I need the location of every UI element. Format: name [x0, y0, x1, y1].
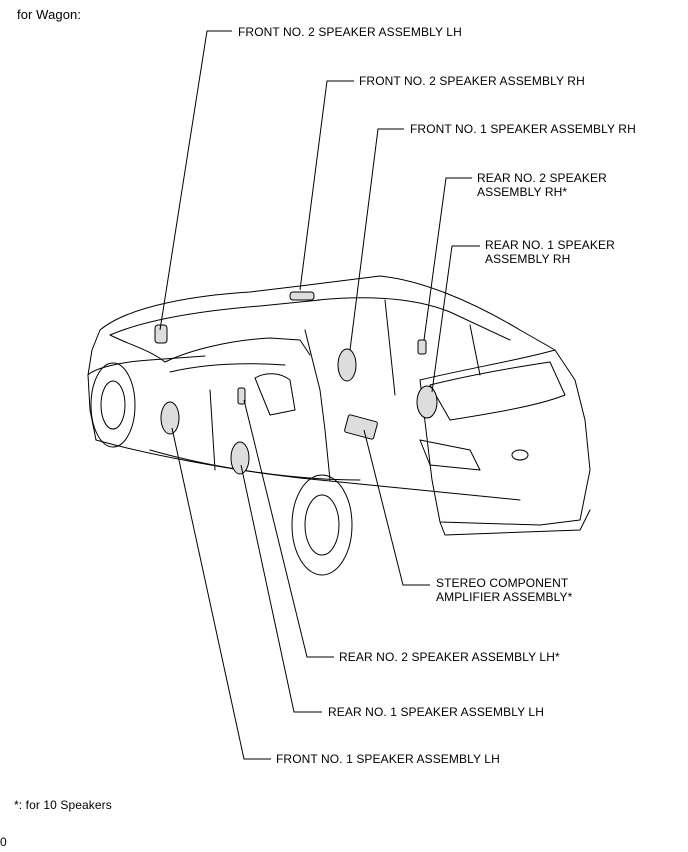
d-pillar	[469, 324, 481, 376]
label-stereo-amplifier: STEREO COMPONENT AMPLIFIER ASSEMBLY*	[436, 576, 573, 604]
front1-lh-speaker	[160, 401, 180, 435]
front-wheel-hub	[100, 380, 126, 430]
label-rear-no2-speaker-lh: REAR NO. 2 SPEAKER ASSEMBLY LH*	[339, 650, 560, 664]
roof-inner	[109, 299, 321, 336]
tail-lamp	[419, 439, 481, 471]
front2-lh-speaker	[154, 324, 168, 344]
label-rear-no2-speaker-rh: REAR NO. 2 SPEAKER ASSEMBLY RH*	[477, 171, 607, 199]
label-front-no2-speaker-lh: FRONT NO. 2 SPEAKER ASSEMBLY LH	[238, 25, 462, 39]
rear2-lh-speaker	[237, 387, 246, 405]
rear-emblem	[511, 449, 529, 461]
amplifier-unit	[344, 414, 378, 440]
rear-wheel	[291, 474, 353, 576]
side-beltline	[95, 439, 521, 501]
hood	[87, 355, 206, 376]
corner-mark: 0	[0, 835, 7, 849]
leader-rear1-lh	[240, 464, 322, 713]
leader-front2-lh	[159, 30, 232, 331]
front1-rh-speaker	[337, 348, 357, 382]
dashboard	[164, 337, 311, 363]
leader-rear2-lh	[243, 399, 334, 658]
variant-heading: for Wagon:	[17, 7, 82, 22]
c-pillar	[384, 299, 396, 396]
rear-window	[429, 361, 566, 421]
footnote: *: for 10 Speakers	[14, 798, 112, 812]
label-front-no1-speaker-rh: FRONT NO. 1 SPEAKER ASSEMBLY RH	[410, 122, 636, 136]
dash-lower	[169, 363, 286, 373]
rear1-rh-speaker	[416, 385, 438, 419]
rear2-rh-speaker	[417, 339, 427, 355]
leader-rear1-rh	[431, 245, 480, 393]
leader-amplifier	[363, 429, 430, 586]
front-bumper	[87, 374, 97, 441]
roof-outline	[99, 275, 556, 351]
rear-bumper	[439, 509, 591, 536]
rear-door-line	[324, 429, 331, 481]
front-wheel	[90, 362, 136, 448]
floor-line	[149, 449, 361, 481]
b-pillar	[304, 329, 326, 431]
label-front-no2-speaker-rh: FRONT NO. 2 SPEAKER ASSEMBLY RH	[359, 74, 585, 88]
a-pillar	[87, 329, 101, 376]
front-seat	[254, 373, 296, 416]
label-rear-no1-speaker-rh: REAR NO. 1 SPEAKER ASSEMBLY RH	[485, 238, 615, 266]
leader-front2-rh	[299, 80, 354, 291]
door-line	[209, 389, 216, 471]
rear-wheel-hub	[304, 494, 340, 556]
leader-rear2-rh	[423, 177, 472, 341]
label-rear-no1-speaker-lh: REAR NO. 1 SPEAKER ASSEMBLY LH	[328, 705, 544, 719]
rear1-lh-speaker	[230, 441, 250, 475]
roof-rail	[317, 297, 511, 341]
leader-front1-rh	[349, 128, 404, 351]
tailgate	[419, 349, 591, 526]
front2-rh-speaker	[289, 291, 315, 301]
label-front-no1-speaker-lh: FRONT NO. 1 SPEAKER ASSEMBLY LH	[276, 752, 500, 766]
leader-front1-lh	[171, 427, 271, 760]
